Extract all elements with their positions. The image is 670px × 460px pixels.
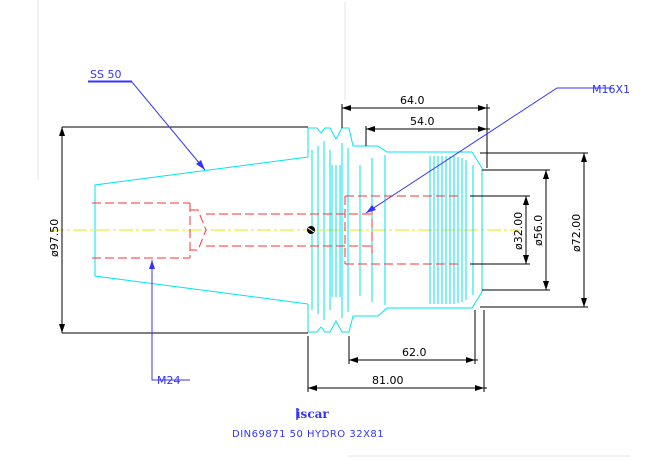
- grip-rings: [359, 155, 474, 305]
- dim-62: 62.0: [402, 346, 427, 359]
- dimension-arrows: [59, 105, 587, 391]
- taper-callout: SS 50: [90, 68, 121, 81]
- front-thread-callout: M16X1: [592, 83, 630, 96]
- dim-54: 54.0: [410, 115, 435, 128]
- rear-thread-callout: M24: [157, 374, 181, 387]
- dim-64: 64.0: [400, 94, 425, 107]
- dimension-lines: [61, 104, 588, 392]
- dim-dia-97: ø97.50: [48, 219, 61, 257]
- hidden-lines: [92, 195, 462, 265]
- drawing-title: DIN69871 50 HYDRO 32X81: [232, 429, 384, 440]
- sheet-border: [37, 0, 630, 457]
- brand-logo: iscar: [296, 407, 329, 421]
- leader-arrows: [149, 160, 376, 269]
- dim-dia-32: ø32.00: [512, 212, 525, 250]
- coolant-screw-icon: [307, 226, 315, 234]
- dim-dia-72: ø72.00: [570, 214, 583, 252]
- taper-shank: [94, 156, 309, 305]
- dim-81: 81.00: [372, 374, 404, 387]
- flange-grooves: [311, 141, 349, 320]
- tool-body-outline: [307, 127, 483, 333]
- leader-lines: [88, 81, 612, 381]
- dim-dia-56: ø56.0: [532, 215, 545, 246]
